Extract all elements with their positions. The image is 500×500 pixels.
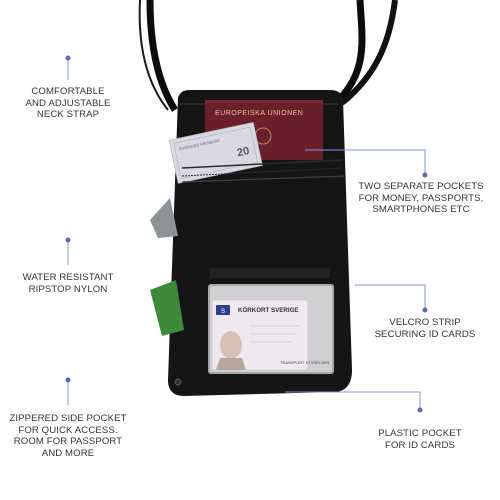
passport-text: EUROPEISKA UNIONEN: [215, 110, 303, 117]
callout-line: ZIPPERED SIDE POCKET: [9, 413, 127, 424]
callout-line: VELCRO STRIP: [389, 317, 461, 328]
callout-nylon: WATER RESISTANT RIPSTOP NYLON: [12, 272, 124, 295]
callout-line: TWO SEPARATE POCKETS: [358, 181, 484, 192]
callout-neck-strap: COMFORTABLE AND ADJUSTABLE NECK STRAP: [12, 86, 124, 121]
id-card-title: KÖRKORT SVERIGE: [238, 307, 299, 314]
callout-line: FOR QUICK ACCESS.: [18, 424, 118, 436]
zipper-pull: [174, 378, 182, 386]
callout-lines: [65, 55, 428, 413]
callout-line: AND MORE: [41, 447, 95, 459]
id-card: S KÖRKORT SVERIGE TRANSPORT STYRELSEN: [211, 299, 330, 371]
callout-line: WATER RESISTANT: [22, 272, 114, 283]
callout-pockets: TWO SEPARATE POCKETS FOR MONEY, PASSPORT…: [346, 181, 496, 216]
green-card: [150, 280, 184, 336]
banknote-denomination: 20: [236, 145, 250, 159]
callout-line: FOR ID CARDS: [385, 439, 455, 451]
callout-line: SECURING ID CARDS: [374, 328, 476, 340]
callout-line: RIPSTOP NYLON: [28, 283, 108, 295]
callout-line: COMFORTABLE: [31, 86, 105, 97]
callout-line: FOR MONEY, PASSPORTS,: [358, 192, 484, 204]
velcro-strip: [210, 268, 330, 278]
callout-line: SMARTPHONES ETC: [372, 204, 470, 215]
id-card-issuer: TRANSPORT STYRELSEN: [280, 360, 330, 365]
grey-item: [150, 198, 178, 238]
callout-plastic: PLASTIC POCKET FOR ID CARDS: [360, 428, 480, 451]
id-card-country: S: [221, 309, 225, 315]
callout-line: PLASTIC POCKET: [378, 428, 462, 439]
callout-velcro: VELCRO STRIP SECURING ID CARDS: [360, 317, 490, 340]
callout-line: AND ADJUSTABLE: [25, 97, 111, 109]
callout-zipper: ZIPPERED SIDE POCKET FOR QUICK ACCESS. R…: [2, 413, 134, 459]
front-pocket: [181, 159, 345, 183]
callout-line: NECK STRAP: [36, 109, 100, 120]
callout-line: ROOM FOR PASSPORT: [13, 436, 123, 447]
